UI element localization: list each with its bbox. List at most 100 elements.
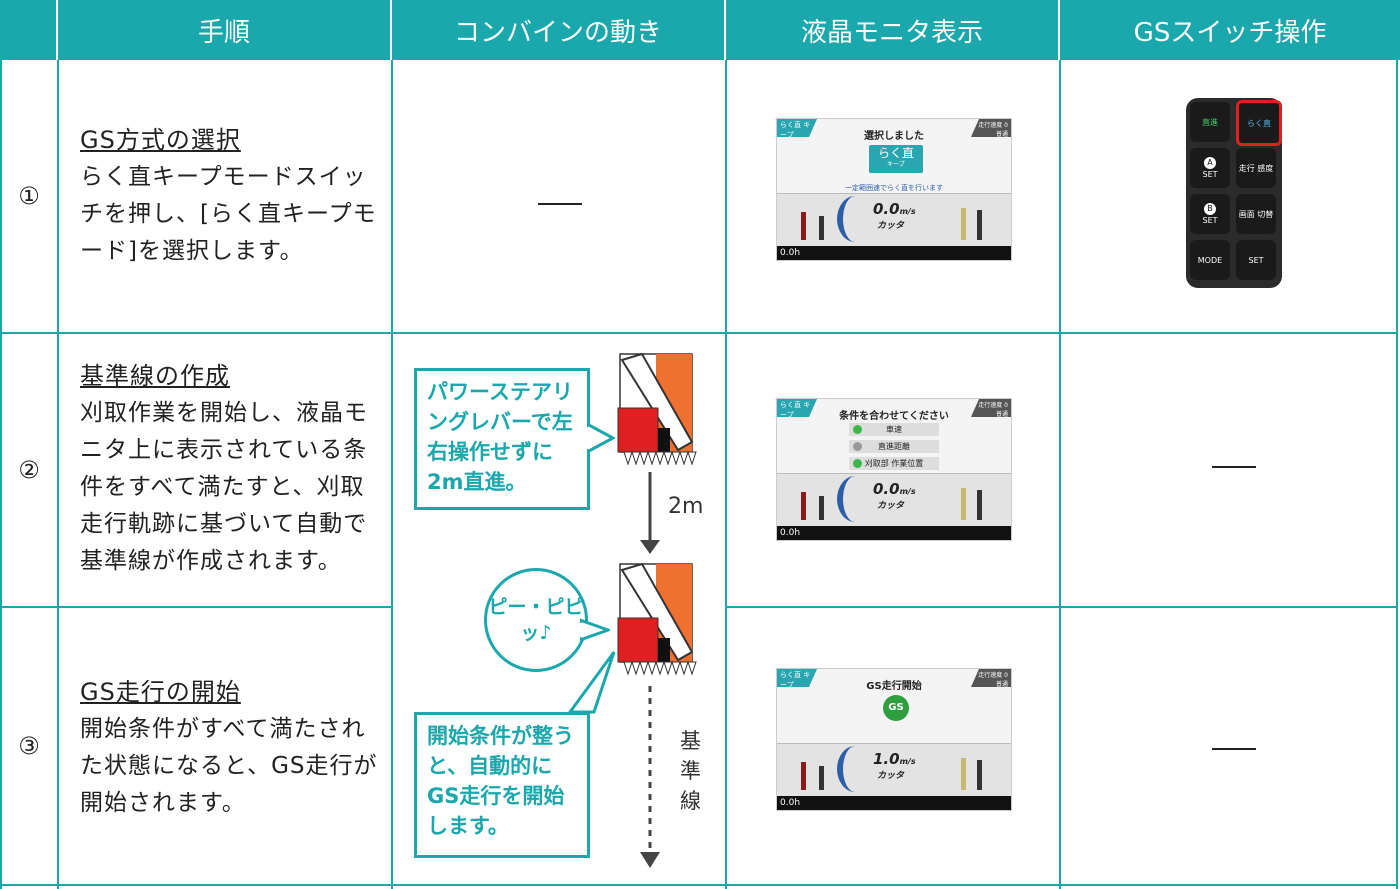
- grid-line: [0, 332, 1398, 334]
- combine-reaper: [620, 450, 697, 466]
- level-bar: [819, 216, 824, 240]
- arrow-head: [640, 852, 660, 868]
- level-bar: [977, 490, 982, 520]
- condition-item: 車速: [849, 423, 939, 436]
- key-label: 走行 感度: [1238, 163, 1274, 173]
- mode-tag: らく直 キープ: [777, 119, 817, 137]
- lcd-title: 条件を合わせてください: [839, 411, 949, 422]
- cutter-label: カッタ: [877, 771, 905, 781]
- bubble-pointer: [580, 618, 610, 642]
- grid-line: [0, 60, 2, 889]
- grid-line: [726, 606, 1398, 608]
- gs-icon: GS: [883, 695, 909, 721]
- key-label: らく直: [1247, 118, 1271, 128]
- level-bar: [977, 210, 982, 240]
- grid-line: [1396, 60, 1398, 889]
- level-bar: [819, 766, 824, 790]
- condition-item: 刈取部 作業位置: [849, 457, 939, 470]
- combine-illustration: [617, 352, 697, 868]
- level-bar: [961, 208, 966, 240]
- speed-number: 0.0: [873, 200, 900, 218]
- speed-value: 0.0m/s: [873, 200, 916, 218]
- speed-number: 1.0: [873, 750, 900, 768]
- callout-straight: パワーステアリングレバーで左右操作せずに2m直進。: [414, 368, 590, 510]
- step-title: GS方式の選択: [80, 126, 241, 154]
- b-icon: B: [1204, 203, 1216, 215]
- speed-number: 0.0: [873, 480, 900, 498]
- callout-pointer: [587, 424, 615, 454]
- grid-line: [725, 60, 727, 889]
- key-label: SET: [1202, 170, 1218, 179]
- step-text: 刈取作業を開始し、液晶モニタ上に表示されている条件をすべて満たすと、刈取走行軌跡…: [80, 400, 368, 574]
- row-number-1: ①: [18, 182, 40, 210]
- arrow-head: [640, 540, 660, 554]
- combine-cab: [617, 617, 659, 663]
- step-title: 基準線の作成: [80, 362, 230, 390]
- hour-meter: 0.0h: [777, 796, 1011, 810]
- dash-placeholder: [538, 203, 582, 205]
- button-label: らく直: [877, 146, 914, 160]
- callout-auto-start: 開始条件が整うと、自動的にGS走行を開始します。: [414, 712, 590, 858]
- grid-line: [0, 884, 1398, 886]
- row-number-2: ②: [18, 456, 40, 484]
- speed-tag: 走行速度 0 普通: [971, 669, 1011, 687]
- level-bar: [977, 760, 982, 790]
- speed-value: 1.0m/s: [873, 750, 916, 768]
- sound-bubble: ピー・ピピッ♪: [484, 568, 588, 672]
- condition-label: 刈取部 作業位置: [864, 459, 924, 468]
- dash-placeholder: [1212, 466, 1256, 468]
- gauge-area: 1.0m/s カッタ: [777, 743, 1011, 796]
- step-1: GS方式の選択 らく直キープモードスイッチを押し、[らく直キープモード]を選択し…: [80, 122, 380, 270]
- key-label: SET: [1202, 216, 1218, 225]
- hour-meter: 0.0h: [777, 526, 1011, 540]
- grid-line: [391, 60, 393, 889]
- speed-arc: [837, 476, 873, 522]
- header-step: 手順: [58, 0, 392, 60]
- row-number-3: ③: [18, 732, 40, 760]
- mode-tag: らく直 キープ: [777, 669, 817, 687]
- header-blank: [0, 0, 58, 60]
- speed-tag: 走行速度 0 普通: [971, 119, 1011, 137]
- combine-body: [620, 352, 694, 452]
- speed-unit: m/s: [899, 207, 916, 216]
- step-text: らく直キープモードスイッチを押し、[らく直キープモード]を選択します。: [80, 164, 377, 264]
- check-icon: [853, 425, 862, 434]
- header-switch: GSスイッチ操作: [1060, 0, 1400, 60]
- speed-unit: m/s: [899, 487, 916, 496]
- straight-key[interactable]: 直進: [1190, 102, 1230, 142]
- condition-label: 直進距離: [878, 442, 910, 451]
- screen-switch-key[interactable]: 画面 切替: [1236, 194, 1276, 234]
- mode-key[interactable]: MODE: [1190, 240, 1230, 280]
- speed-tag: 走行速度 0 普通: [971, 399, 1011, 417]
- gauge-area: 0.0m/s カッタ: [777, 193, 1011, 246]
- callout-pointer: [567, 651, 616, 714]
- level-bar: [801, 492, 806, 520]
- step-title: GS走行の開始: [80, 678, 241, 706]
- step-2: 基準線の作成 刈取作業を開始し、液晶モニタ上に表示されている条件をすべて満たすと…: [80, 358, 380, 580]
- set-key[interactable]: SET: [1236, 240, 1276, 280]
- condition-label: 車速: [886, 425, 902, 434]
- step-text: 開始条件がすべて満たされた状態になると、GS走行が開始されます。: [80, 716, 378, 816]
- key-label: SET: [1248, 255, 1264, 265]
- sensitivity-key[interactable]: 走行 感度: [1236, 148, 1276, 188]
- guide-line-label: 基準線: [680, 729, 701, 813]
- raku-choku-button: らく直キープ: [869, 145, 923, 173]
- cutter-label: カッタ: [877, 501, 905, 511]
- header-lcd: 液晶モニタ表示: [726, 0, 1060, 60]
- level-bar: [801, 762, 806, 790]
- mode-tag: らく直 キープ: [777, 399, 817, 417]
- lcd-screen-2: らく直 キープ 走行速度 0 普通 条件を合わせてください 車速 直進距離 刈取…: [776, 398, 1012, 541]
- header-motion: コンバインの動き: [392, 0, 726, 60]
- speed-unit: m/s: [899, 757, 916, 766]
- button-sublabel: キープ: [887, 161, 905, 168]
- lcd-screen-1: らく直 キープ 走行速度 0 普通 選択しました らく直キープ 一定範囲速でらく…: [776, 118, 1012, 261]
- speed-arc: [837, 746, 873, 792]
- key-label: 直進: [1202, 117, 1218, 127]
- raku-choku-key[interactable]: らく直: [1236, 100, 1282, 146]
- speed-value: 0.0m/s: [873, 480, 916, 498]
- combine-track: [658, 428, 670, 452]
